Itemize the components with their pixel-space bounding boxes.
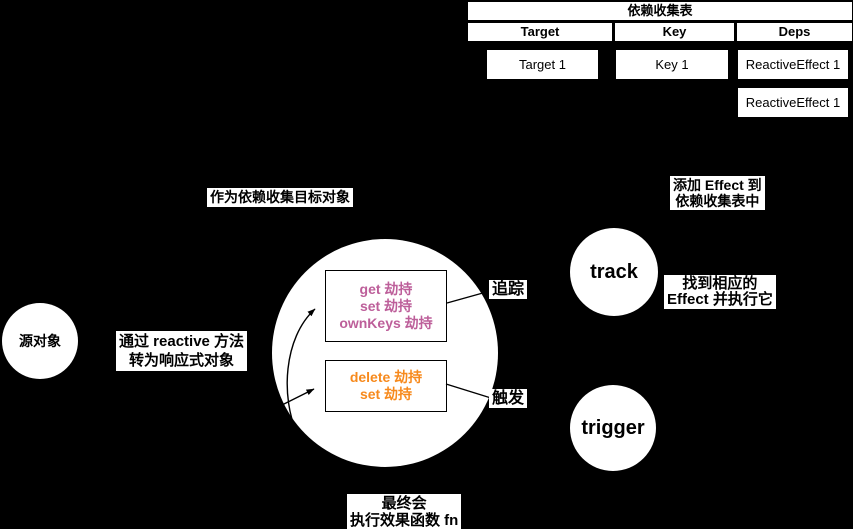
dependency-table-header-row: Target Key Deps: [468, 23, 852, 41]
label-tracking: 追踪: [489, 280, 528, 299]
table-cell-reactive-effect-2: ReactiveEffect 1: [738, 88, 848, 117]
label-find-effect-line2: Effect 并执行它: [667, 291, 773, 308]
ownkeys-hijack-line: ownKeys 劫持: [339, 314, 433, 331]
label-add-effect-line2: 依赖收集表中: [675, 193, 760, 209]
label-final-line1: 最终会: [381, 495, 427, 512]
set-hijack-line: set 劫持: [359, 297, 413, 314]
column-header-target: Target: [468, 23, 612, 41]
label-find-effect: 找到相应的 Effect 并执行它: [664, 275, 776, 309]
delete-hijack-box: delete 劫持 set 劫持: [325, 360, 447, 412]
label-add-effect: 添加 Effect 到 依赖收集表中: [670, 176, 765, 210]
track-label: track: [590, 260, 638, 283]
table-cell-reactive-effect-1: ReactiveEffect 1: [738, 50, 848, 79]
get-hijack-line: get 劫持: [359, 280, 413, 297]
trigger-label: trigger: [581, 416, 645, 439]
table-cell-target-1: Target 1: [487, 50, 598, 79]
dependency-table-title: 依赖收集表: [468, 2, 852, 20]
column-header-key: Key: [615, 23, 734, 41]
label-triggering: 触发: [489, 389, 528, 408]
label-add-effect-line1: 添加 Effect 到: [673, 177, 762, 193]
track-node: track: [570, 228, 658, 316]
source-object-node: 源对象: [2, 303, 78, 379]
label-collection-target: 作为依赖收集目标对象: [207, 188, 353, 207]
set-hijack-line-2: set 劫持: [359, 386, 413, 402]
label-reactive-line2: 转为响应式对象: [129, 352, 235, 369]
table-cell-key-1: Key 1: [616, 50, 728, 79]
column-header-deps: Deps: [737, 23, 852, 41]
get-hijack-box: get 劫持 set 劫持 ownKeys 劫持: [325, 270, 447, 342]
source-object-label: 源对象: [19, 333, 61, 349]
trigger-node: trigger: [570, 385, 656, 471]
delete-hijack-line: delete 劫持: [349, 369, 423, 385]
label-final-effect: 最终会 执行效果函数 fn: [347, 494, 462, 529]
label-reactive-conversion: 通过 reactive 方法 转为响应式对象: [116, 331, 248, 371]
label-reactive-line1: 通过 reactive 方法: [119, 333, 245, 350]
dependency-table: 依赖收集表 Target Key Deps: [468, 2, 852, 41]
label-find-effect-line1: 找到相应的: [682, 275, 758, 292]
label-final-line2: 执行效果函数 fn: [350, 512, 459, 529]
